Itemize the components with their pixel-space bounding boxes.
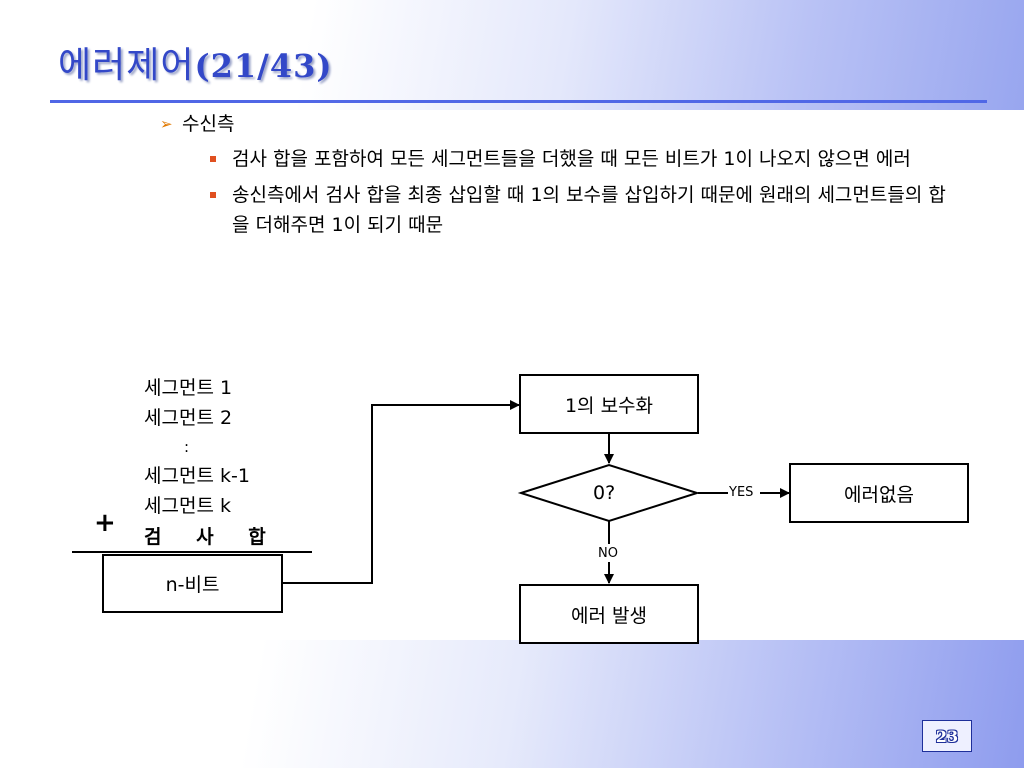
bullet-item: 송신측에서 검사 합을 최종 삽입할 때 1의 보수를 삽입하기 때문에 원래의… — [210, 180, 952, 240]
bullet-heading: ➢ 수신측 — [160, 110, 960, 138]
n-bit-box: n-비트 — [102, 554, 283, 613]
yes-label: YES — [729, 485, 754, 500]
no-error-label: 에러없음 — [844, 483, 914, 506]
title-divider — [50, 100, 987, 103]
header-gradient — [0, 0, 1024, 110]
square-bullet-icon — [210, 156, 216, 162]
bullet-item-text: 검사 합을 포함하여 모든 세그먼트들을 더했을 때 모든 비트가 1이 나오지… — [232, 148, 911, 170]
title-counter: (21/43) — [194, 47, 333, 85]
slide-title: 에러제어(21/43) — [58, 36, 333, 88]
no-error-box: 에러없음 — [789, 463, 969, 523]
segment-label: 세그먼트 2 — [144, 407, 233, 429]
bullet-item: 검사 합을 포함하여 모든 세그먼트들을 더했을 때 모든 비트가 1이 나오지… — [210, 144, 952, 174]
decision-diamond — [517, 463, 701, 523]
error-box: 에러 발생 — [519, 584, 699, 644]
segment-ellipsis: : — [184, 438, 190, 456]
bullet-item-text: 송신측에서 검사 합을 최종 삽입할 때 1의 보수를 삽입하기 때문에 원래의… — [232, 184, 946, 236]
complement-label: 1의 보수화 — [564, 394, 654, 417]
bullet-heading-text: 수신측 — [182, 113, 235, 135]
no-label: NO — [598, 546, 618, 561]
error-label: 에러 발생 — [571, 604, 647, 627]
complement-box: 1의 보수화 — [519, 374, 699, 434]
arrow-bullet-icon: ➢ — [160, 115, 173, 133]
n-bit-label: n-비트 — [165, 574, 220, 596]
footer-gradient — [0, 640, 1024, 768]
title-text: 에러제어 — [58, 45, 195, 86]
segment-label: 세그먼트 1 — [144, 377, 233, 399]
segment-label: 세그먼트 k — [144, 495, 231, 517]
arrow-to-complement — [283, 400, 520, 584]
decision-label: 0? — [593, 482, 616, 504]
page-number-badge: 23 — [922, 720, 972, 752]
bullet-list: ➢ 수신측 검사 합을 포함하여 모든 세그먼트들을 더했을 때 모든 비트가 … — [160, 110, 960, 240]
checksum-label: 검 사 합 — [144, 526, 280, 548]
segment-label: 세그먼트 k-1 — [144, 465, 250, 487]
page-number: 23 — [935, 726, 959, 746]
plus-sign: + — [94, 508, 116, 538]
square-bullet-icon — [210, 192, 216, 198]
